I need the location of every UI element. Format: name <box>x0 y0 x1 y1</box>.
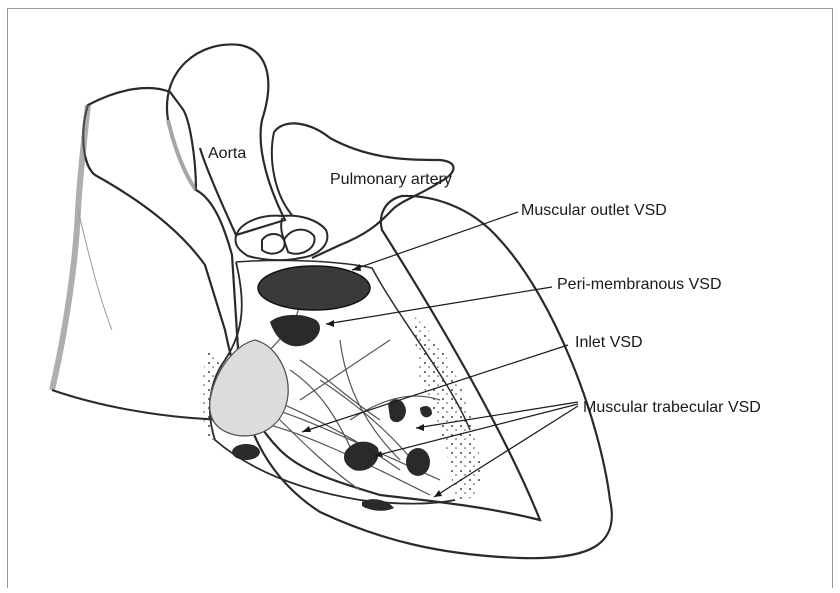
label-aorta: Aorta <box>208 145 246 163</box>
heart-outline <box>83 88 612 558</box>
pulmonary-artery-vessel <box>274 123 454 258</box>
aorta-vessel <box>167 44 285 235</box>
label-muscular-outlet-vsd: Muscular outlet VSD <box>521 202 667 220</box>
muscular-outlet-defect <box>258 266 370 310</box>
label-inlet-vsd: Inlet VSD <box>575 334 643 352</box>
label-pulmonary-artery: Pulmonary artery <box>330 171 452 189</box>
papillary-muscle <box>210 340 289 436</box>
aortic-valve <box>236 216 328 261</box>
label-muscular-trabecular-vsd: Muscular trabecular VSD <box>583 399 761 417</box>
left-shading <box>52 105 88 390</box>
label-perimembranous-vsd: Peri-membranous VSD <box>557 276 722 294</box>
